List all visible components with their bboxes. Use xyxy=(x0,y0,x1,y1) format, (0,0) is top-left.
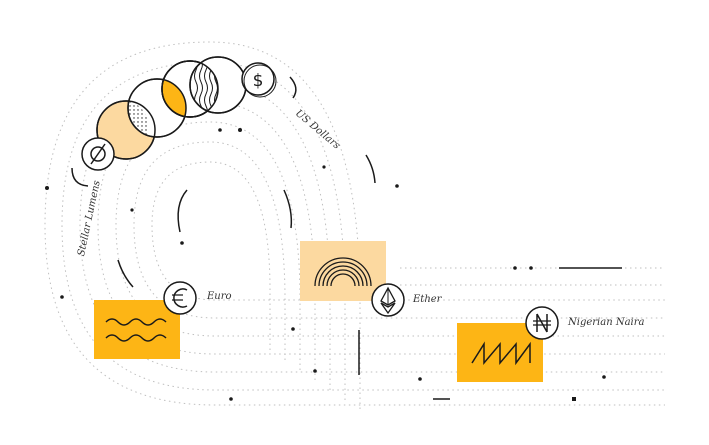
euro-symbol-icon xyxy=(163,281,197,315)
peach-arch-card xyxy=(300,241,386,301)
scattered-dots xyxy=(45,128,606,401)
ether-symbol-icon xyxy=(371,283,405,317)
euro-label: Euro xyxy=(207,291,232,302)
lumens-symbol-icon xyxy=(81,137,115,171)
svg-text:$: $ xyxy=(253,71,264,91)
naira-symbol-icon xyxy=(525,306,559,340)
dollar-symbol-icon: $ xyxy=(241,62,277,98)
solid-accents xyxy=(71,76,622,400)
orange-wave-card xyxy=(94,300,180,359)
nigerian-naira-label: Nigerian Naira xyxy=(568,317,645,328)
ether-label: Ether xyxy=(413,294,442,305)
